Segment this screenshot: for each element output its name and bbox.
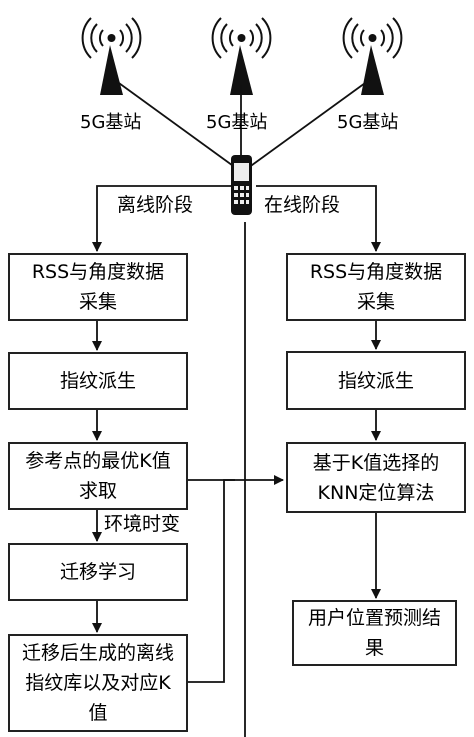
cell-tower-icon xyxy=(342,17,403,95)
offline-step-data-collection: RSS与角度数据采集 xyxy=(8,253,188,321)
offline-step-fingerprint-database: 迁移后生成的离线指纹库以及对应K值 xyxy=(8,634,188,732)
offline-step-optimal-k: 参考点的最优K值求取 xyxy=(8,442,188,510)
offline-step-transfer-learning: 迁移学习 xyxy=(8,543,188,601)
environment-change-label: 环境时变 xyxy=(104,513,181,535)
station-label: 5G基站 xyxy=(80,112,142,133)
online-step-data-collection: RSS与角度数据采集 xyxy=(286,253,466,321)
cell-tower-icon xyxy=(81,17,142,95)
online-step-fingerprint-derivation: 指纹派生 xyxy=(286,351,466,410)
station-label: 5G基站 xyxy=(337,112,399,133)
offline-step-fingerprint-derivation: 指纹派生 xyxy=(8,352,188,410)
online-step-position-result: 用户位置预测结果 xyxy=(292,600,457,666)
online-step-knn-positioning: 基于K值选择的KNN定位算法 xyxy=(286,442,466,513)
offline-phase-label: 离线阶段 xyxy=(117,194,194,216)
station-label: 5G基站 xyxy=(206,112,268,133)
online-phase-label: 在线阶段 xyxy=(264,194,341,216)
cell-tower-icon xyxy=(211,17,272,95)
mobile-phone-icon xyxy=(231,155,252,215)
